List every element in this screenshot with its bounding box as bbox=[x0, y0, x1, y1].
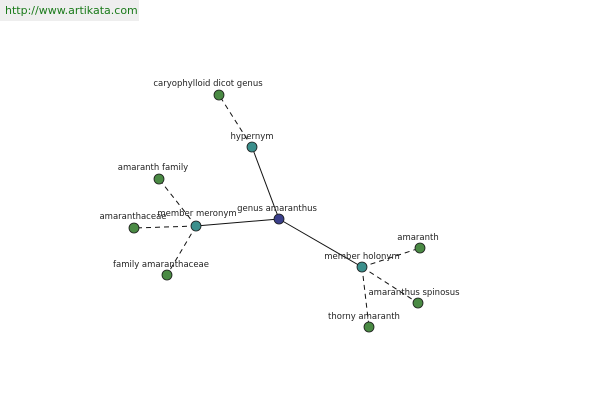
node-label-amaranth: amaranth bbox=[397, 233, 439, 243]
node-meronym[interactable] bbox=[190, 220, 202, 232]
edge-holonym-amaranth bbox=[361, 247, 421, 268]
edge-holonym-spinosus bbox=[361, 266, 419, 304]
label-layer: genus amaranthus hypernym member meronym me… bbox=[99, 79, 460, 322]
node-layer bbox=[128, 89, 426, 333]
node-genus[interactable] bbox=[273, 213, 285, 225]
edge-meronym-amfam bbox=[158, 178, 197, 227]
node-thorny[interactable] bbox=[363, 321, 375, 333]
node-label-holonym: member holonym bbox=[324, 252, 399, 262]
node-label-hypernym: hypernym bbox=[230, 132, 273, 142]
source-link[interactable]: http://www.artikata.com bbox=[5, 4, 138, 17]
node-spinosus[interactable] bbox=[412, 297, 424, 309]
node-hypernym[interactable] bbox=[246, 141, 258, 153]
node-amaceae[interactable] bbox=[128, 222, 140, 234]
edge-hypernym-caryo bbox=[218, 94, 253, 148]
url-banner: http://www.artikata.com bbox=[0, 0, 139, 21]
edge-meronym-amaceae bbox=[133, 225, 197, 229]
node-holonym[interactable] bbox=[356, 261, 368, 273]
node-label-amfam: amaranth family bbox=[118, 163, 188, 173]
node-amfam[interactable] bbox=[153, 173, 165, 185]
node-label-thorny: thorny amaranth bbox=[328, 312, 400, 322]
node-label-spinosus: amaranthus spinosus bbox=[368, 288, 460, 298]
edge-genus-hypernym bbox=[251, 146, 280, 220]
node-label-caryo: caryophylloid dicot genus bbox=[153, 79, 263, 89]
node-caryo[interactable] bbox=[213, 89, 225, 101]
node-label-meronym: member meronym bbox=[157, 209, 236, 219]
node-label-famam: family amaranthaceae bbox=[113, 260, 209, 270]
edge-layer bbox=[133, 94, 421, 328]
edge-genus-holonym bbox=[278, 218, 363, 268]
edge-genus-meronym bbox=[195, 218, 280, 227]
edge-meronym-famam bbox=[166, 225, 197, 276]
edge-holonym-thorny bbox=[361, 266, 370, 328]
node-label-genus: genus amaranthus bbox=[237, 204, 317, 214]
node-label-amaceae: amaranthaceae bbox=[99, 212, 166, 222]
node-famam[interactable] bbox=[161, 269, 173, 281]
node-amaranth[interactable] bbox=[414, 242, 426, 254]
